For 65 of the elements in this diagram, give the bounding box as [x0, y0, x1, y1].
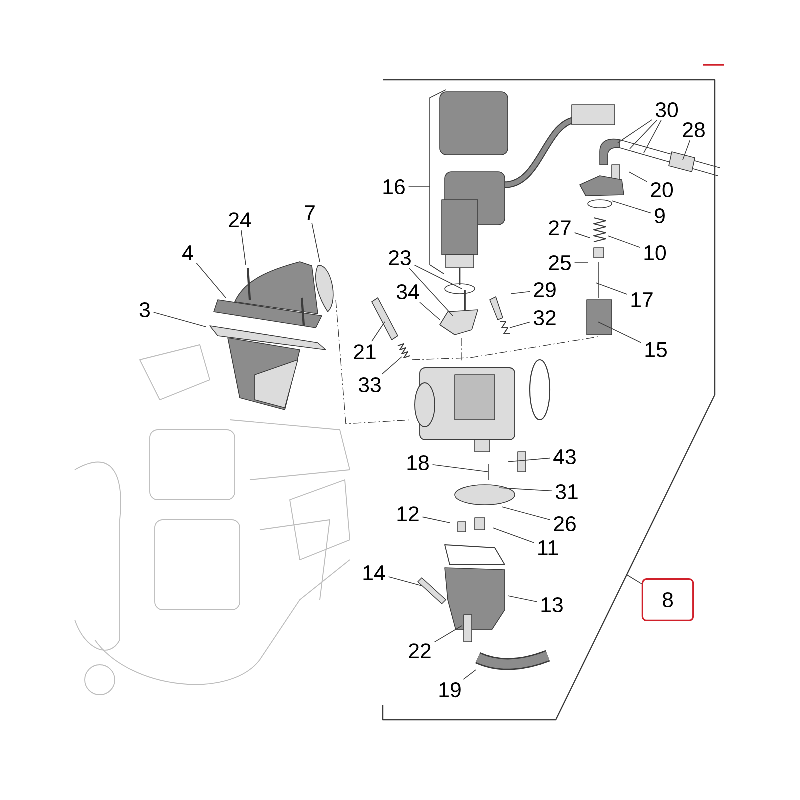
callout-number: 30: [656, 102, 678, 118]
callout-number: 3: [140, 302, 150, 318]
leader-line: [312, 222, 320, 262]
leader-line: [502, 506, 551, 520]
leader-line: [463, 670, 476, 680]
leader-line: [574, 262, 588, 264]
leader-line: [498, 488, 553, 492]
leader-line: [644, 120, 662, 154]
leader-line: [408, 90, 446, 274]
callout-number: 9: [655, 208, 665, 224]
leader-line: [510, 291, 531, 294]
leader-line: [422, 516, 450, 524]
leader-line: [608, 236, 641, 248]
callout-box: 8: [642, 578, 694, 622]
leader-line: [414, 265, 462, 290]
leader-line: [630, 120, 658, 150]
callout-number: 43: [554, 449, 576, 465]
leader-line: [626, 574, 642, 584]
leader-line: [508, 596, 538, 602]
callout-number: 31: [556, 484, 578, 500]
leader-line: [510, 322, 531, 328]
callout-number: 25: [549, 255, 571, 271]
callout-number: 24: [229, 212, 252, 228]
callout-number: 7: [305, 206, 315, 220]
callout-number: 32: [534, 310, 556, 326]
callout-number: 15: [646, 342, 667, 358]
leader-line: [598, 322, 642, 344]
callout-number: 26: [554, 516, 576, 532]
leader-line: [612, 200, 652, 214]
leader-line: [409, 268, 454, 316]
leader-line: [596, 282, 628, 295]
leader-line: [492, 528, 534, 544]
callout-number: 34: [396, 284, 420, 300]
callout-number: 17: [632, 292, 653, 308]
leader-line: [508, 458, 551, 462]
leader-line: [434, 626, 462, 643]
callout-number: 14: [364, 566, 386, 580]
callout-number: 16: [384, 179, 405, 195]
leader-line: [153, 312, 206, 328]
leader-line: [628, 172, 648, 182]
callout-number: 23: [389, 250, 411, 266]
callout-number: 21: [354, 344, 376, 360]
callout-number: 10: [644, 245, 666, 261]
callout-number: 19: [440, 682, 461, 698]
callout-number: 27: [549, 220, 571, 236]
leader-line: [382, 356, 402, 375]
leader-line: [388, 576, 422, 586]
leader-line: [420, 302, 440, 320]
callout-number: 18: [408, 455, 429, 471]
leader-line: [240, 230, 246, 266]
leader-line: [574, 232, 590, 238]
callout-number: 28: [683, 122, 705, 138]
callout-number: 29: [534, 282, 556, 298]
callout-number: 13: [542, 597, 563, 613]
leader-line: [196, 262, 226, 298]
leader-line: [618, 120, 653, 144]
callout-number: 4: [182, 246, 194, 260]
callout-number: 22: [409, 644, 431, 658]
leader-line: [682, 140, 691, 160]
leader-line: [432, 464, 488, 472]
leader-line: [372, 322, 386, 342]
callout-number: 20: [651, 182, 674, 198]
callout-number: 33: [358, 377, 381, 393]
callout-number: 12: [398, 506, 419, 522]
callout-number: 11: [538, 540, 558, 556]
